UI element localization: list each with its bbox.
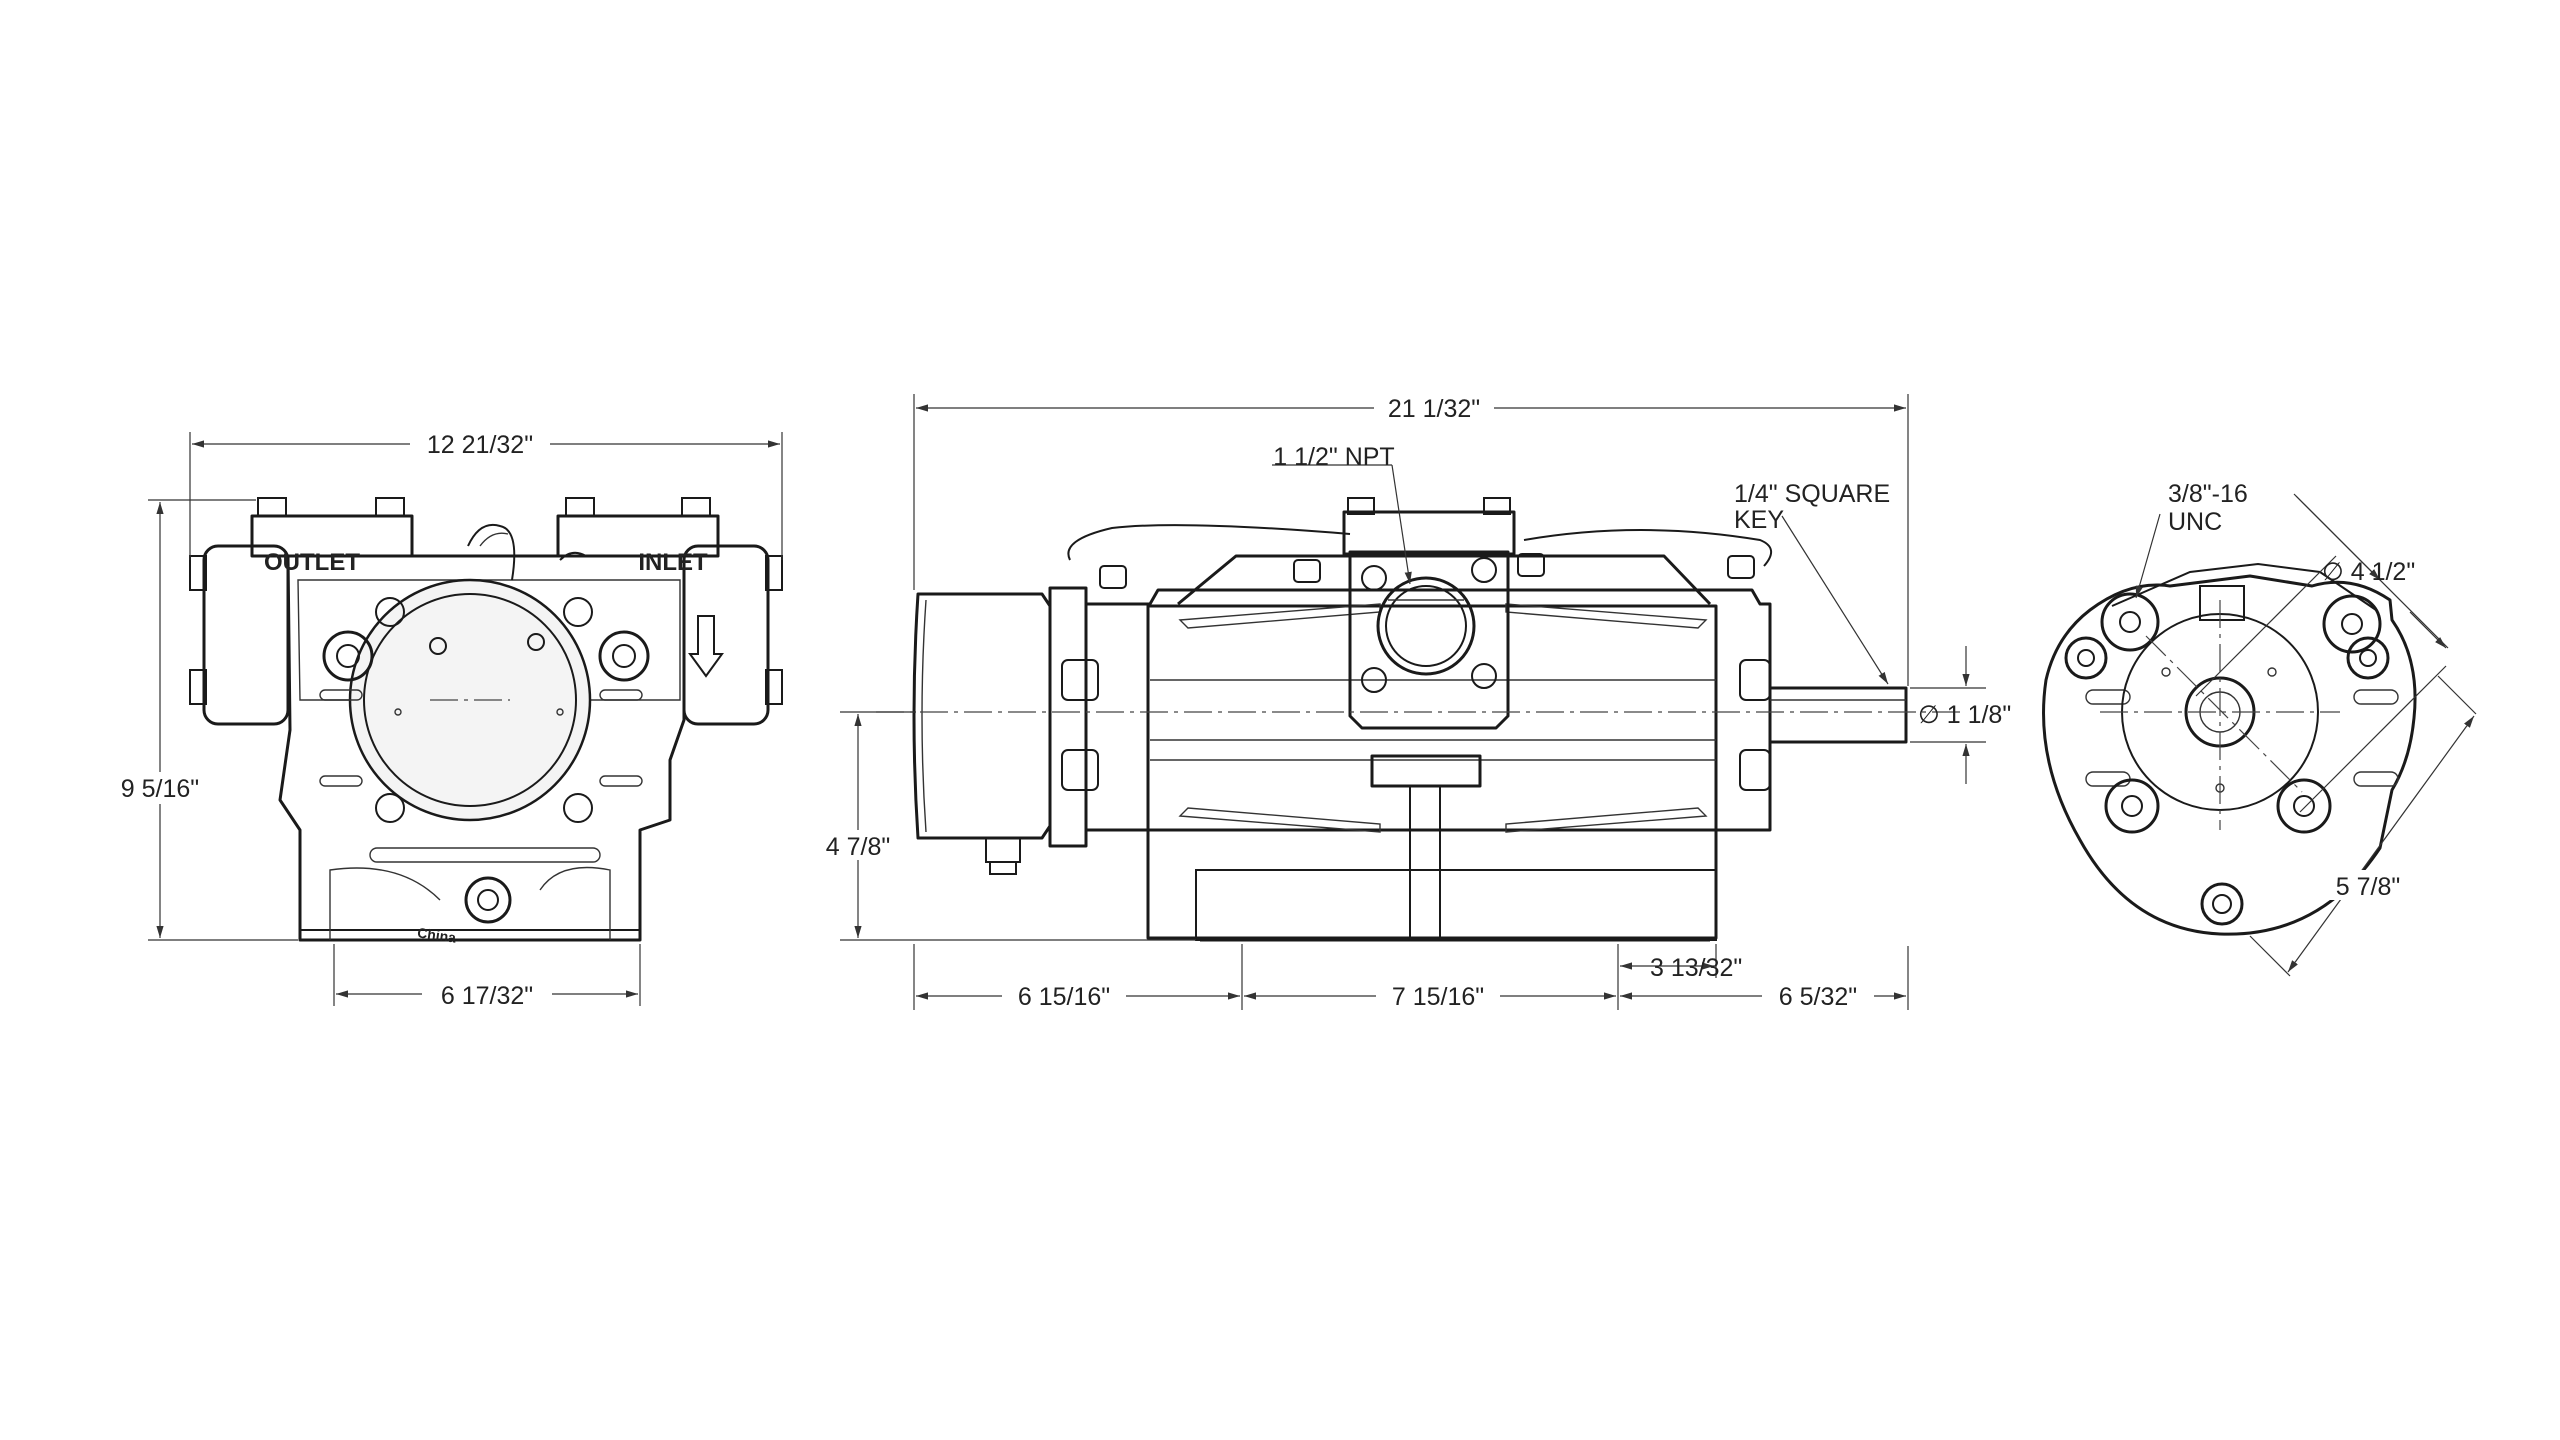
bolt-circle-diameter: ∅ 4 1/2" xyxy=(2322,558,2415,586)
side-view-dimensions: 21 1/32" 1 1/2" NPT 1/4" SQUARE KEY ∅ 1 … xyxy=(814,392,2011,1011)
dim-left: 6 15/16" xyxy=(1018,983,1110,1011)
side-view xyxy=(876,497,1960,942)
front-view: OUTLET INLET China xyxy=(189,497,783,946)
key-callout-line1: 1/4" SQUARE xyxy=(1734,480,1890,508)
key-callout-line2: KEY xyxy=(1734,506,1784,534)
end-view-dimensions: 3/8"-16 UNC ∅ 4 1/2" 5 7/8" xyxy=(2135,480,2477,977)
thread-callout-line2: UNC xyxy=(2168,508,2222,536)
dim-diagonal: 5 7/8" xyxy=(2336,873,2400,901)
port-callout: 1 1/2" NPT xyxy=(1273,443,1394,471)
inlet-label: INLET xyxy=(638,549,708,576)
front-view-dimensions: 12 21/32" 9 5/16" 6 17/32" xyxy=(112,428,783,1010)
dim-shaft-height: 4 7/8" xyxy=(826,833,890,861)
dim-foot-to-face: 3 13/32" xyxy=(1650,954,1742,982)
thread-callout-line1: 3/8"-16 xyxy=(2168,480,2248,508)
dim-overall-width: 12 21/32" xyxy=(427,431,533,459)
dim-overall-length: 21 1/32" xyxy=(1388,395,1480,423)
dim-height: 9 5/16" xyxy=(121,775,199,803)
cast-mark-label: China xyxy=(416,924,457,945)
outlet-label: OUTLET xyxy=(264,549,360,576)
dim-foot-width: 6 17/32" xyxy=(441,982,533,1010)
dim-middle: 7 15/16" xyxy=(1392,983,1484,1011)
shaft-diameter: ∅ 1 1/8" xyxy=(1918,701,2011,729)
dim-right: 6 5/32" xyxy=(1779,983,1857,1011)
end-view xyxy=(2042,562,2417,936)
